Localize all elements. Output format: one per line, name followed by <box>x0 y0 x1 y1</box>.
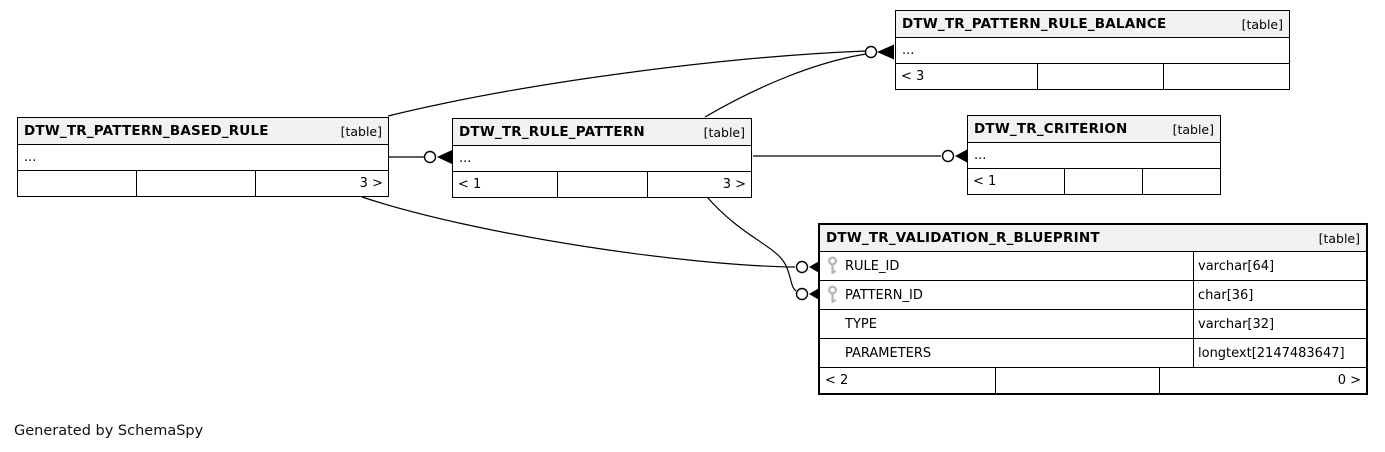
column-type: char[36] <box>1193 281 1366 309</box>
table-title[interactable]: DTW_TR_RULE_PATTERN <box>459 124 645 140</box>
table-title[interactable]: DTW_TR_CRITERION <box>974 121 1128 137</box>
crowfoot-rulepattern <box>437 150 452 164</box>
column-type: varchar[64] <box>1193 252 1366 280</box>
collapsed-columns-row: ... <box>896 38 1289 64</box>
key-icon-placeholder <box>826 343 838 363</box>
key-icon-placeholder <box>826 314 838 334</box>
primary-key-icon <box>826 285 838 305</box>
table-dtw-tr-rule-pattern: DTW_TR_RULE_PATTERN [table] ... < 1 3 > <box>452 118 752 198</box>
footer-parents-count: < 3 <box>901 69 925 84</box>
table-header[interactable]: DTW_TR_PATTERN_BASED_RULE [table] <box>18 118 388 145</box>
collapsed-columns-row: ... <box>18 145 388 171</box>
table-footer: < 2 0 > <box>820 368 1366 393</box>
table-title[interactable]: DTW_TR_PATTERN_BASED_RULE <box>24 123 269 139</box>
collapsed-columns-row: ... <box>968 143 1220 169</box>
table-footer: < 1 <box>968 169 1220 194</box>
footer-children-count: 3 > <box>254 171 388 196</box>
table-type-tag: [table] <box>1318 230 1360 246</box>
table-type-tag: [table] <box>703 124 745 140</box>
footer-children-count: 0 > <box>1158 368 1366 393</box>
footer-parents-count: < 1 <box>458 177 482 192</box>
column-name-cell: RULE_ID <box>820 252 1193 280</box>
table-type-tag: [table] <box>1241 16 1283 32</box>
footer-parents-count <box>18 171 136 196</box>
edge-rulepattern-balance <box>704 53 867 118</box>
column-type: longtext[2147483647] <box>1193 339 1366 367</box>
circle-rulepattern <box>423 150 437 164</box>
column-row-parameters: PARAMETERS longtext[2147483647] <box>820 339 1366 368</box>
table-dtw-tr-validation-r-blueprint: DTW_TR_VALIDATION_R_BLUEPRINT [table] RU… <box>818 223 1368 395</box>
circle-blueprint-ruleid <box>795 260 809 274</box>
column-row-rule-id: RULE_ID varchar[64] <box>820 252 1366 281</box>
circle-balance <box>864 45 878 59</box>
table-dtw-tr-pattern-rule-balance: DTW_TR_PATTERN_RULE_BALANCE [table] ... … <box>895 10 1290 90</box>
footer-parents-count: < 1 <box>973 174 997 189</box>
footer-mid-cell <box>557 172 646 197</box>
table-footer: < 1 3 > <box>453 172 751 197</box>
footer-children-count: 3 > <box>646 172 751 197</box>
table-header[interactable]: DTW_TR_PATTERN_RULE_BALANCE [table] <box>896 11 1289 38</box>
circle-criterion <box>941 149 955 163</box>
column-name-cell: PARAMETERS <box>820 339 1193 367</box>
footer-mid-cell <box>994 368 1159 393</box>
table-type-tag: [table] <box>1172 121 1214 137</box>
edge-basedrule-blueprint <box>361 196 796 268</box>
table-header[interactable]: DTW_TR_CRITERION [table] <box>968 116 1220 143</box>
column-name: RULE_ID <box>845 258 900 274</box>
column-name-cell: TYPE <box>820 310 1193 338</box>
footer-children-count <box>1163 64 1289 89</box>
crowfoot-balance <box>877 44 894 60</box>
circle-blueprint-patternid <box>795 287 809 301</box>
footer-mid-cell <box>1063 169 1142 194</box>
edge-rulepattern-blueprint <box>706 196 797 292</box>
column-name: TYPE <box>845 316 877 332</box>
column-row-pattern-id: PATTERN_ID char[36] <box>820 281 1366 310</box>
column-name: PARAMETERS <box>845 345 932 361</box>
column-name-cell: PATTERN_ID <box>820 281 1193 309</box>
collapsed-columns-row: ... <box>453 146 751 172</box>
table-dtw-tr-pattern-based-rule: DTW_TR_PATTERN_BASED_RULE [table] ... 3 … <box>17 117 389 197</box>
footer-mid-cell <box>1037 64 1163 89</box>
edge-basedrule-balance <box>387 50 867 117</box>
table-title[interactable]: DTW_TR_VALIDATION_R_BLUEPRINT <box>826 230 1100 246</box>
table-header[interactable]: DTW_TR_VALIDATION_R_BLUEPRINT [table] <box>820 225 1366 252</box>
column-type: varchar[32] <box>1193 310 1366 338</box>
table-header[interactable]: DTW_TR_RULE_PATTERN [table] <box>453 119 751 146</box>
primary-key-icon <box>826 256 838 276</box>
footer-children-count <box>1141 169 1220 194</box>
generator-credit: Generated by SchemaSpy <box>14 423 204 439</box>
table-dtw-tr-criterion: DTW_TR_CRITERION [table] ... < 1 <box>967 115 1221 195</box>
footer-parents-count: < 2 <box>825 373 849 388</box>
column-name: PATTERN_ID <box>845 287 923 303</box>
footer-mid-cell <box>136 171 254 196</box>
table-footer: < 3 <box>896 64 1289 89</box>
table-title[interactable]: DTW_TR_PATTERN_RULE_BALANCE <box>902 16 1167 32</box>
table-footer: 3 > <box>18 171 388 196</box>
table-type-tag: [table] <box>340 123 382 139</box>
column-row-type: TYPE varchar[32] <box>820 310 1366 339</box>
